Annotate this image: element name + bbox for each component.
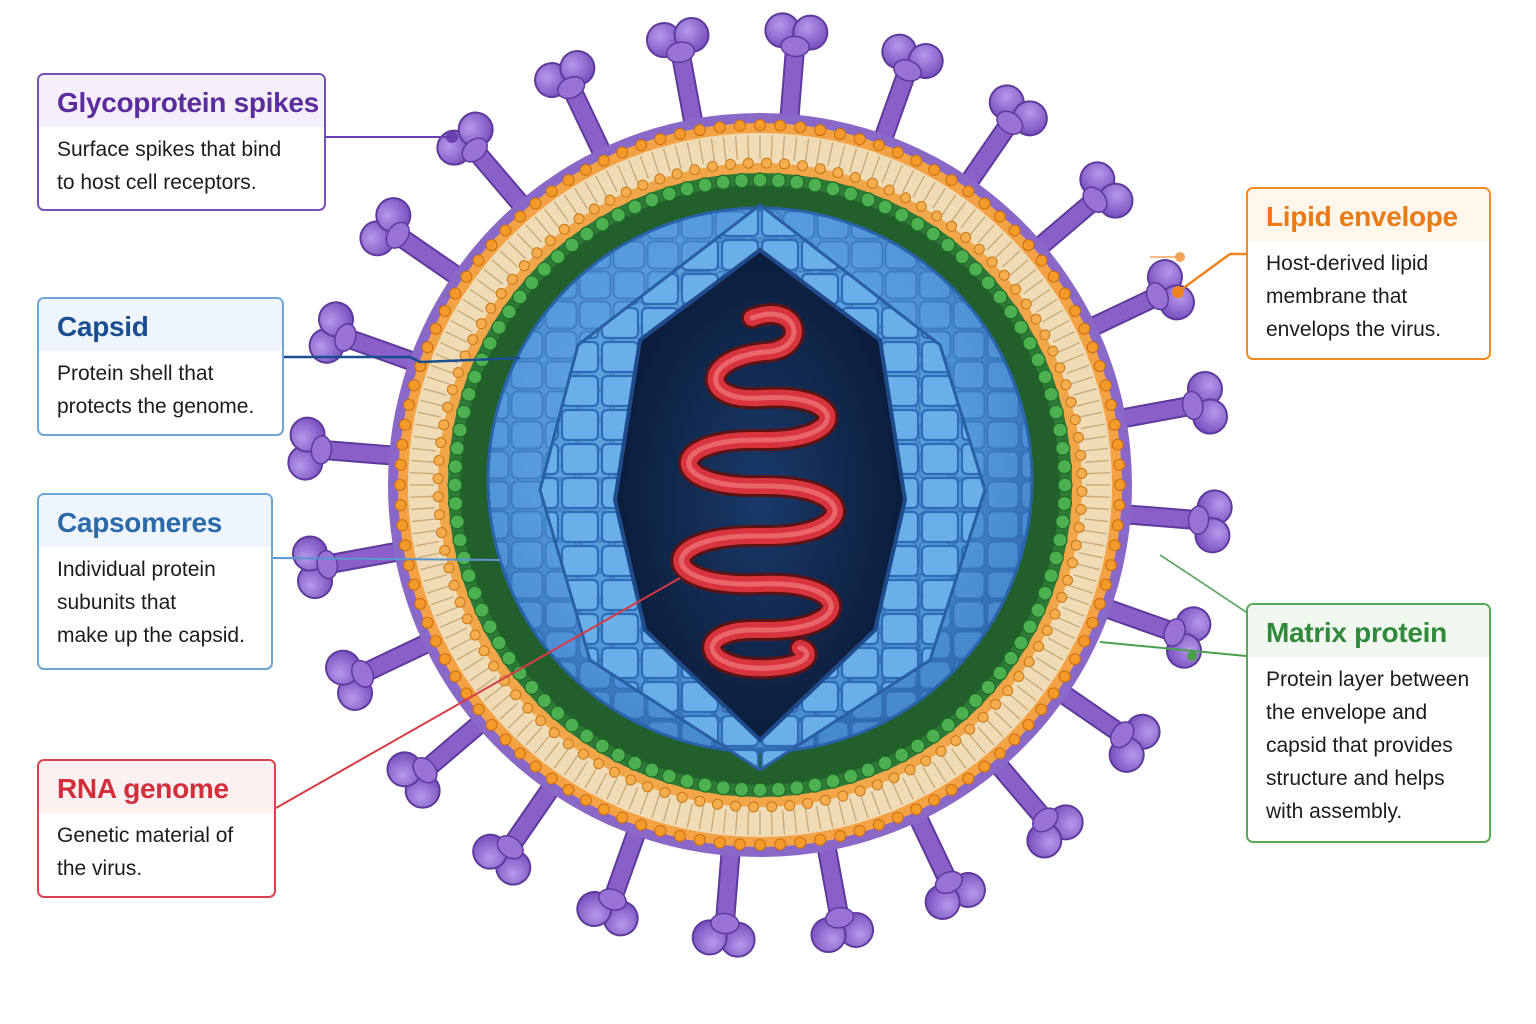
capsomeres-description: Individual protein subunits that make up…	[39, 547, 271, 662]
description-line: make up the capsid.	[57, 619, 253, 652]
rna-genome-callout: RNA genome Genetic material of the virus…	[37, 759, 276, 898]
matrix-protein-title: Matrix protein	[1248, 605, 1489, 657]
description-line: Host-derived lipid	[1266, 247, 1471, 280]
lipid-envelope-description: Host-derived lipid membrane that envelop…	[1248, 241, 1489, 356]
description-line: the envelope and	[1266, 696, 1471, 729]
rna-genome-title: RNA genome	[39, 761, 274, 813]
description-line: capsid that provides	[1266, 729, 1471, 762]
description-line: Protein shell that	[57, 357, 264, 390]
lipid-envelope-callout: Lipid envelope Host-derived lipid membra…	[1246, 187, 1491, 360]
description-line: Protein layer between	[1266, 663, 1471, 696]
rna-genome-description: Genetic material of the virus.	[39, 813, 274, 895]
description-line: Surface spikes that bind	[57, 133, 306, 166]
description-line: to host cell receptors.	[57, 166, 306, 199]
matrix-protein-callout: Matrix protein Protein layer between the…	[1246, 603, 1491, 843]
capsomeres-callout: Capsomeres Individual protein subunits t…	[37, 493, 273, 670]
capsid-title: Capsid	[39, 299, 282, 351]
description-line: membrane that	[1266, 280, 1471, 313]
description-line: envelops the virus.	[1266, 313, 1471, 346]
glycoprotein-spikes-description: Surface spikes that bind to host cell re…	[39, 127, 324, 209]
glycoprotein-spikes-title: Glycoprotein spikes	[39, 75, 324, 127]
glycoprotein-spikes-callout: Glycoprotein spikes Surface spikes that …	[37, 73, 326, 211]
description-line: Individual protein	[57, 553, 253, 586]
description-line: with assembly.	[1266, 795, 1471, 828]
capsid-callout: Capsid Protein shell that protects the g…	[37, 297, 284, 436]
description-line: subunits that	[57, 586, 253, 619]
spike	[691, 841, 762, 958]
description-line: protects the genome.	[57, 390, 264, 423]
description-line: Genetic material of	[57, 819, 256, 852]
capsid-description: Protein shell that protects the genome.	[39, 351, 282, 433]
spike	[1116, 483, 1233, 554]
description-line: the virus.	[57, 852, 256, 885]
description-line: structure and helps	[1266, 762, 1471, 795]
capsomeres-title: Capsomeres	[39, 495, 271, 547]
spike	[287, 416, 404, 487]
matrix-protein-description: Protein layer between the envelope and c…	[1248, 657, 1489, 838]
lipid-envelope-title: Lipid envelope	[1248, 189, 1489, 241]
spike	[758, 12, 829, 129]
